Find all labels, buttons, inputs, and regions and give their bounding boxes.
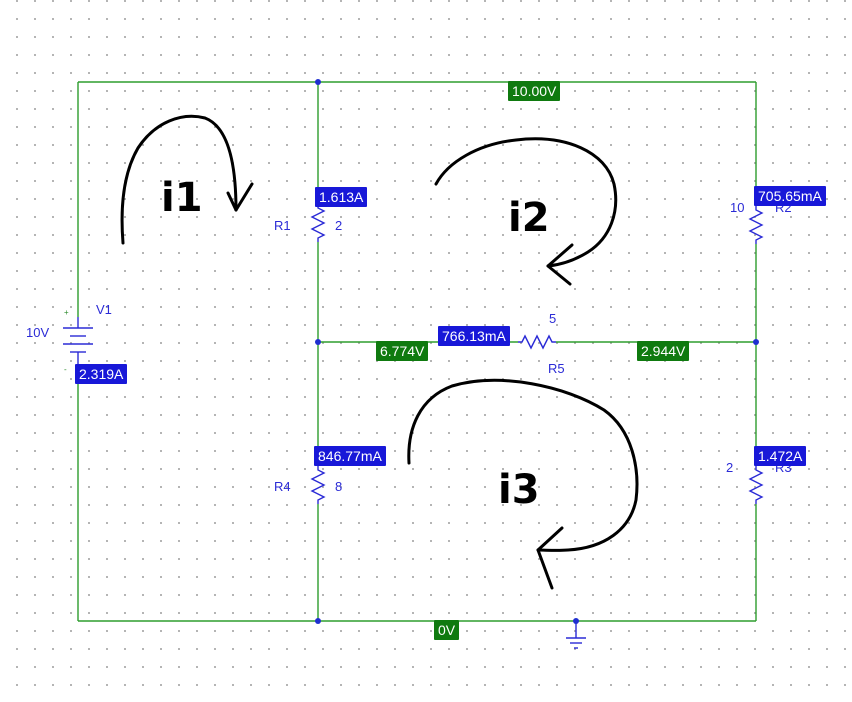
loop-label-i3: i3: [498, 467, 540, 513]
junction-dot: [315, 618, 321, 624]
battery-icon: [63, 317, 93, 365]
resistor-r5: [518, 334, 556, 350]
voltage-probe-mid-right[interactable]: 2.944V: [637, 341, 690, 361]
current-probe-r1[interactable]: 1.613A: [315, 187, 368, 207]
current-probe-r5[interactable]: 766.13mA: [438, 326, 510, 346]
r2-value-label: 10: [730, 200, 745, 215]
junction-dot: [753, 339, 759, 345]
current-probe-r2[interactable]: 705.65mA: [754, 186, 826, 206]
v1-minus-marker: -: [64, 365, 67, 374]
v1-name-label: V1: [96, 302, 112, 317]
current-probe-r3[interactable]: 1.472A: [754, 446, 807, 466]
loop-label-i1: i1: [161, 175, 203, 221]
junction-dot: [315, 79, 321, 85]
resistor-r1: [310, 204, 326, 242]
v1-value-label: 10V: [26, 325, 50, 340]
r3-value-label: 2: [726, 460, 734, 475]
resistor-r3: [748, 466, 764, 504]
resistor-r2: [748, 206, 764, 244]
r1-name-label: R1: [274, 218, 291, 233]
r1-value-label: 2: [335, 218, 343, 233]
current-probe-r4[interactable]: 846.77mA: [314, 446, 386, 466]
r4-name-label: R4: [274, 479, 291, 494]
voltage-probe-top[interactable]: 10.00V: [508, 81, 561, 101]
loop-arrow-i3: [407, 379, 639, 590]
ground-icon: [566, 621, 586, 649]
r5-value-label: 5: [549, 311, 557, 326]
v1-plus-marker: +: [64, 308, 69, 317]
wires: [77, 81, 757, 622]
voltage-probe-ground[interactable]: 0V: [434, 620, 460, 640]
loop-arrow-i2: [434, 137, 618, 286]
junction-dot: [315, 339, 321, 345]
resistor-r4: [310, 466, 326, 504]
loop-label-i2: i2: [508, 195, 550, 241]
r5-name-label: R5: [548, 361, 565, 376]
r4-value-label: 8: [335, 479, 343, 494]
current-probe-v1[interactable]: 2.319A: [75, 364, 128, 384]
voltage-probe-mid-left[interactable]: 6.774V: [376, 341, 429, 361]
junction-dot: [573, 618, 579, 624]
loop-arrow-i1: [120, 114, 254, 245]
junctions: [315, 79, 759, 624]
